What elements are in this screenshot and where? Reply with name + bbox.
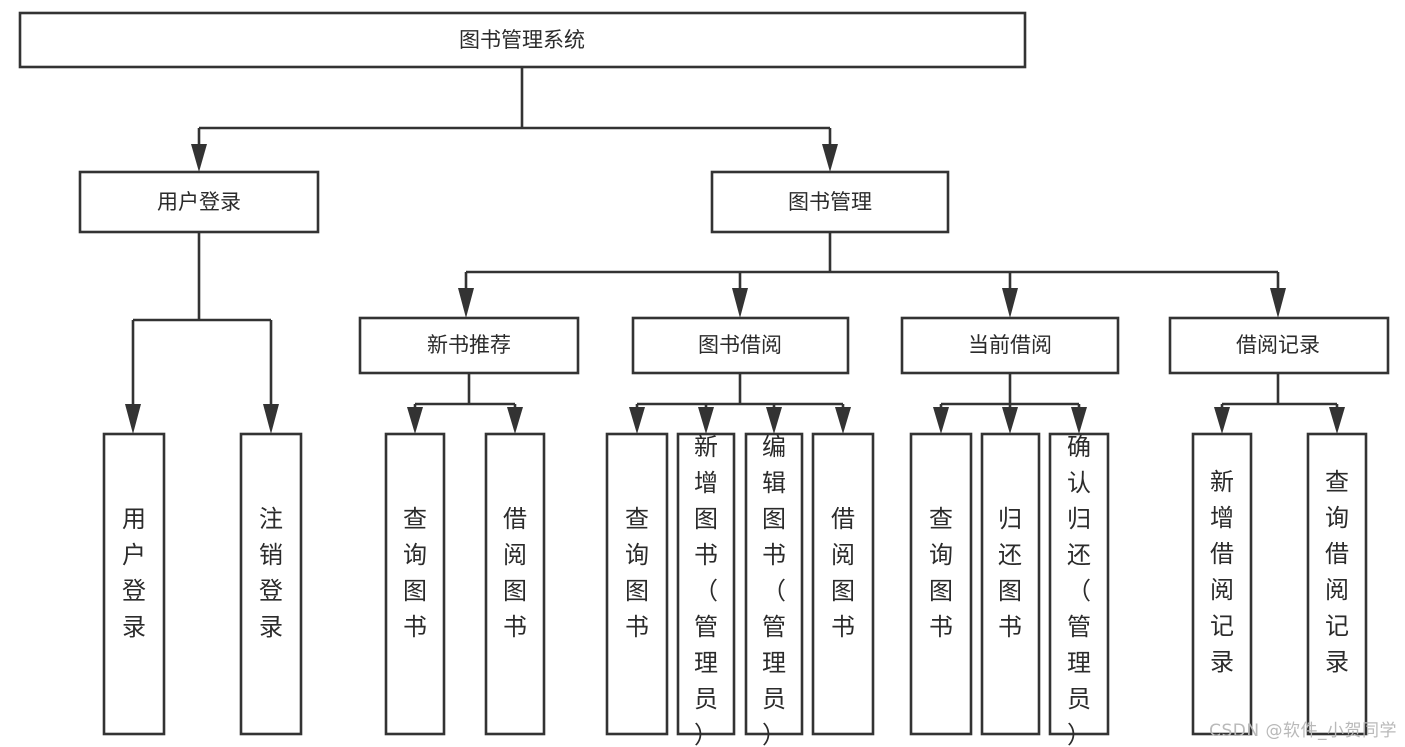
leaf-label-3: 借阅图书 [503,505,527,641]
leaf-label-11: 新增借阅记录 [1210,468,1234,676]
leaf-box[interactable] [980,432,1041,736]
leaf-node[interactable]: 查询借阅记录 [1306,432,1368,736]
leaf-node[interactable]: 用户登录 [102,432,166,736]
arrow-head-icon [822,144,838,172]
leaf-node[interactable]: 新增图书（管理员） [676,432,736,747]
node-book-management-label: 图书管理 [788,190,872,214]
leaf-box[interactable] [1306,432,1368,736]
node-current-borrow-box[interactable] [900,316,1120,375]
leaf-node[interactable]: 归还图书 [980,432,1041,736]
arrow-head-icon [732,288,748,318]
leaf-box[interactable] [1048,432,1110,736]
leaf-node[interactable]: 新增借阅记录 [1191,432,1253,736]
leaf-label-6: 编辑图书（管理员） [762,433,786,747]
connector-group-bookmgmt [458,232,1286,318]
connector-group-current [933,373,1087,434]
arrow-head-icon [263,404,279,434]
connector-group-root [191,67,838,172]
leaf-node[interactable]: 查询图书 [909,432,973,736]
leaf-node[interactable]: 借阅图书 [484,432,546,736]
node-current-borrow[interactable]: 当前借阅 [900,316,1120,375]
leaf-label-4: 查询图书 [625,505,649,641]
leaf-node[interactable]: 确认归还（管理员） [1048,432,1110,747]
connector-group-borrow [629,373,851,434]
arrow-head-icon [125,404,141,434]
node-user-login-label: 用户登录 [157,190,241,214]
leaf-node[interactable]: 查询图书 [384,432,446,736]
node-user-login-box[interactable] [78,170,320,234]
arrow-head-icon [1270,288,1286,318]
leaf-label-5: 新增图书（管理员） [694,433,718,747]
leaf-box[interactable] [605,432,669,736]
node-borrow-record[interactable]: 借阅记录 [1168,316,1390,375]
arrow-head-icon [1214,407,1230,434]
connector-group-userlogin [125,232,279,434]
node-new-book-recommend-label: 新书推荐 [427,333,511,357]
node-root[interactable]: 图书管理系统 [18,11,1027,69]
leaf-node[interactable]: 注销登录 [239,432,303,736]
leaf-box[interactable] [676,432,736,736]
arrow-head-icon [1002,288,1018,318]
node-borrow-record-box[interactable] [1168,316,1390,375]
leaf-box[interactable] [744,432,804,736]
node-current-borrow-label: 当前借阅 [968,333,1052,357]
arrow-head-icon [1002,407,1018,434]
leaf-label-7: 借阅图书 [831,505,855,641]
leaf-box[interactable] [1191,432,1253,736]
connector-group-record [1214,373,1345,434]
node-new-book-recommend-box[interactable] [358,316,580,375]
arrow-head-icon [507,407,523,434]
arrow-head-icon [933,407,949,434]
node-user-login[interactable]: 用户登录 [78,170,320,234]
arrow-head-icon [1071,407,1087,434]
leaf-node[interactable]: 借阅图书 [811,432,875,736]
arrow-head-icon [458,288,474,318]
node-book-management-box[interactable] [710,170,950,234]
arrow-head-icon [1329,407,1345,434]
node-book-borrow-box[interactable] [631,316,850,375]
node-root-box[interactable] [18,11,1027,69]
node-book-borrow[interactable]: 图书借阅 [631,316,850,375]
leaf-label-0: 用户登录 [122,505,146,641]
leaf-box[interactable] [102,432,166,736]
node-book-management[interactable]: 图书管理 [710,170,950,234]
arrow-head-icon [698,407,714,434]
leaf-label-12: 查询借阅记录 [1325,468,1349,676]
leaf-label-9: 归还图书 [998,505,1022,641]
leaf-box[interactable] [909,432,973,736]
leaf-label-10: 确认归还（管理员） [1067,433,1091,747]
leaf-box[interactable] [239,432,303,736]
node-root-label: 图书管理系统 [459,28,585,52]
leaf-box[interactable] [484,432,546,736]
leaf-box[interactable] [811,432,875,736]
arrow-head-icon [407,407,423,434]
node-new-book-recommend[interactable]: 新书推荐 [358,316,580,375]
arrow-head-icon [835,407,851,434]
node-borrow-record-label: 借阅记录 [1236,333,1320,357]
arrow-head-icon [766,407,782,434]
leaf-label-8: 查询图书 [929,505,953,641]
arrow-head-icon [191,144,207,172]
leaf-box[interactable] [384,432,446,736]
connector-group-newbook [407,373,523,434]
leaf-node[interactable]: 编辑图书（管理员） [744,432,804,747]
leaf-node[interactable]: 查询图书 [605,432,669,736]
leaf-label-1: 注销登录 [259,505,283,641]
arrow-head-icon [629,407,645,434]
leaf-label-2: 查询图书 [403,505,427,641]
node-book-borrow-label: 图书借阅 [698,333,782,357]
